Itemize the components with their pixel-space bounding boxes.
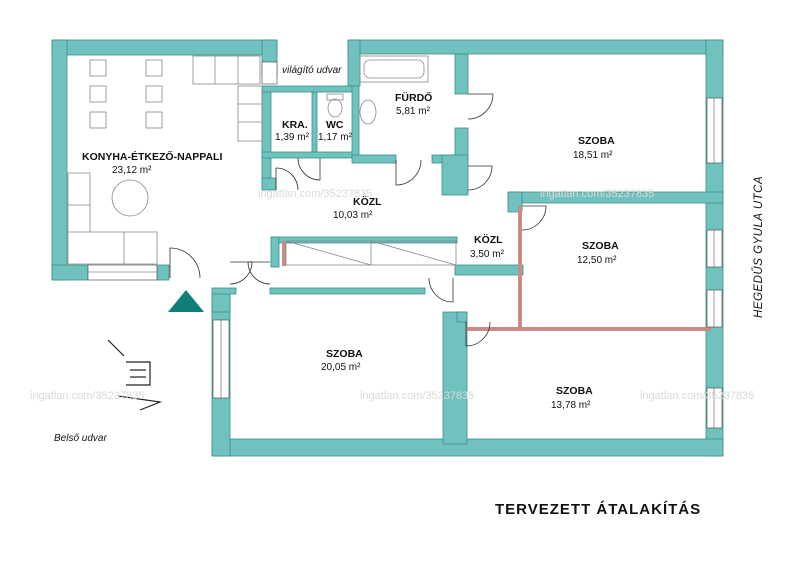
room-area-kozl-2: 3,50 m² [470,249,505,260]
room-area-wc: 1,17 m² [318,132,353,143]
light-well-label: világító udvar [282,65,342,76]
plan-caption: TERVEZETT ÁTALAKÍTÁS [495,501,701,518]
room-area-kra: 1,39 m² [275,132,310,143]
entrance-marker [168,290,204,312]
room-area-furdo: 5,81 m² [396,106,431,117]
room-area-konyha: 23,12 m² [112,165,152,176]
room-name-kra: KRA. [282,119,308,131]
room-name-wc: WC [326,119,344,131]
stairs-mark [107,339,163,411]
room-labels: KONYHA-ÉTKEZŐ-NAPPALI 23,12 m² KRA. 1,39… [82,91,619,411]
svg-text:ingatlan.com/35237835: ingatlan.com/35237835 [258,188,372,200]
room-name-szoba-4: SZOBA [556,385,593,397]
windows [87,61,723,429]
room-name-szoba-3: SZOBA [326,348,363,360]
room-name-kozl-1: KÖZL [353,195,382,208]
doors [169,93,547,347]
room-name-szoba-2: SZOBA [582,240,619,252]
svg-text:ingatlan.com/35237835: ingatlan.com/35237835 [640,390,754,402]
inner-courtyard-label: Belső udvar [54,433,107,444]
planned-walls [282,206,711,331]
room-name-szoba-1: SZOBA [578,135,615,147]
svg-text:ingatlan.com/35237835: ingatlan.com/35237835 [30,390,144,402]
svg-text:ingatlan.com/35237835: ingatlan.com/35237835 [540,188,654,200]
room-area-szoba-1: 18,51 m² [573,150,613,161]
furniture [67,55,457,266]
room-name-furdo: FÜRDŐ [395,91,432,104]
svg-text:ingatlan.com/35237835: ingatlan.com/35237835 [360,390,474,402]
room-name-konyha: KONYHA-ÉTKEZŐ-NAPPALI [82,150,222,163]
room-name-kozl-2: KÖZL [474,233,503,246]
room-area-kozl-1: 10,03 m² [333,210,373,221]
room-area-szoba-4: 13,78 m² [551,400,591,411]
room-area-szoba-2: 12,50 m² [577,255,617,266]
room-area-szoba-3: 20,05 m² [321,362,361,373]
street-label: HEGEDŰS GYULA UTCA [751,176,765,318]
watermarks: ingatlan.com/35237835 ingatlan.com/35237… [30,188,754,402]
